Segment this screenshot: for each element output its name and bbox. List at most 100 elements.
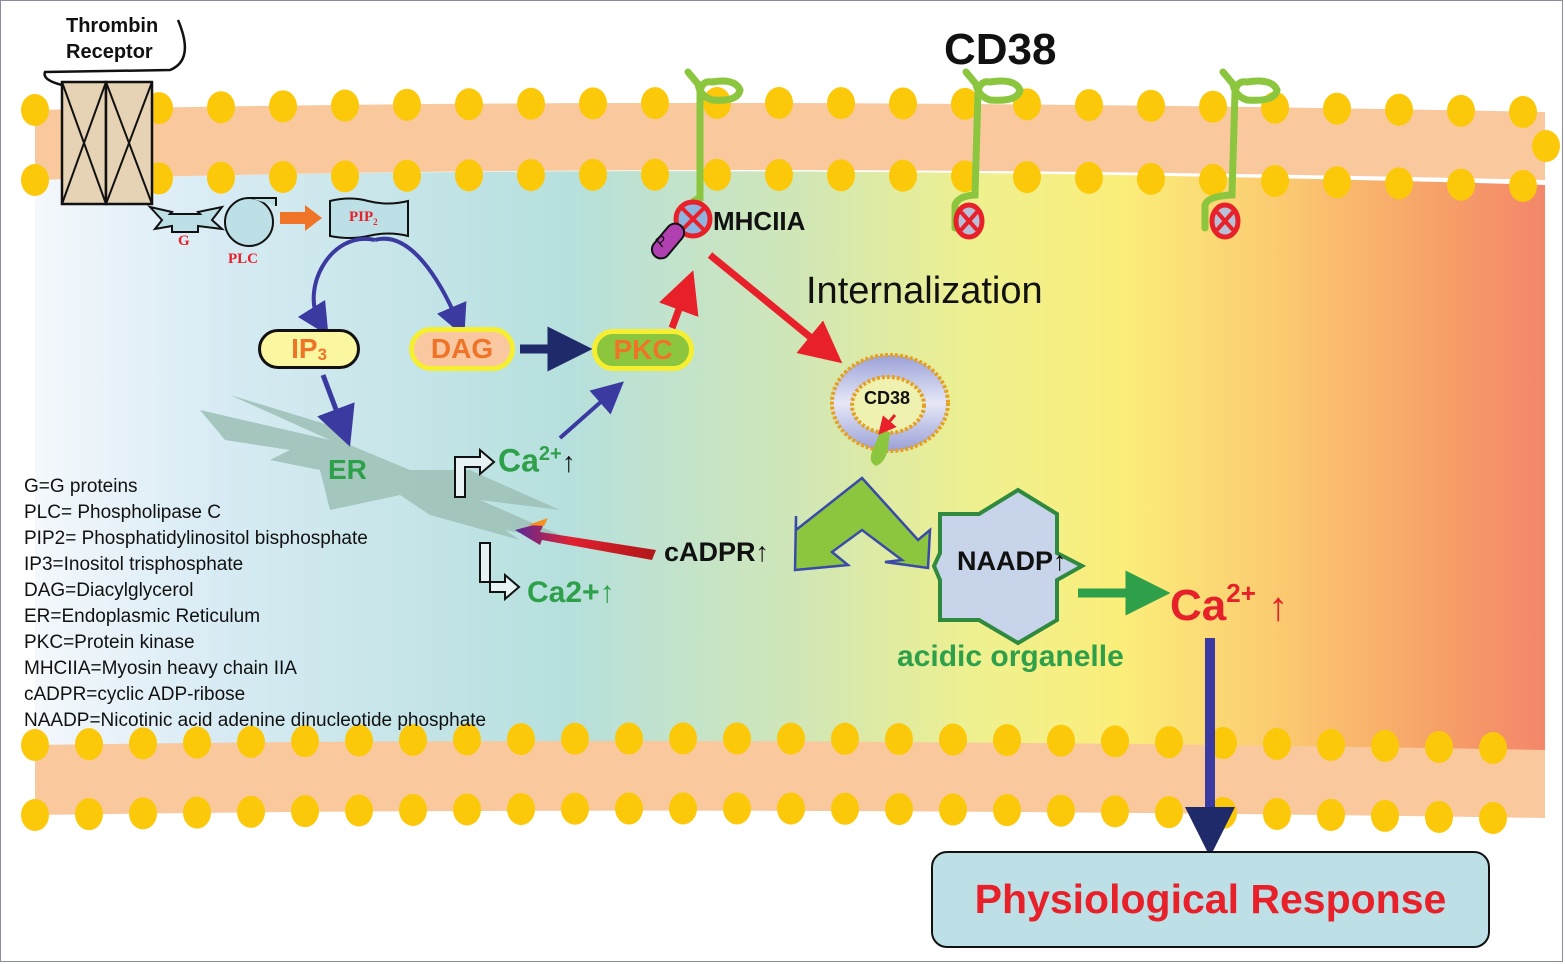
ca-er-top: Ca2+↑ <box>498 444 576 477</box>
lipid-head <box>237 725 265 758</box>
cd38-title: CD38 <box>944 25 1057 74</box>
legend-item: cADPR=cyclic ADP-ribose <box>24 684 246 705</box>
cadpr-up-icon: ↑ <box>755 537 770 567</box>
lipid-head <box>331 89 359 122</box>
mhciia-marker-2 <box>953 202 985 240</box>
pip2-shape <box>329 197 409 239</box>
lipid-head <box>1425 730 1453 763</box>
lipid-head <box>1137 89 1165 122</box>
lipid-head <box>455 159 483 192</box>
lipid-head <box>1385 93 1413 126</box>
thrombin-receptor <box>43 19 187 206</box>
lipid-head <box>21 729 49 761</box>
cd38-protein-1 <box>684 68 744 236</box>
acidic-organelle-label: acidic organelle <box>897 640 1124 673</box>
lipid-head <box>331 160 359 193</box>
ca-to-pkc-arrow <box>558 381 624 440</box>
lipid-head <box>517 159 545 192</box>
lipid-head <box>1047 724 1075 757</box>
lipid-head <box>1479 802 1507 834</box>
lipid-head <box>393 159 421 192</box>
lipid-head <box>1155 796 1183 829</box>
lipid-head <box>1155 726 1183 759</box>
ca-er-bottom-text: Ca2+ <box>527 576 600 609</box>
mhciia-label: MHCIIA <box>713 206 806 236</box>
lipid-head <box>1425 800 1453 833</box>
ca-er-bottom: Ca2+↑ <box>527 578 615 608</box>
lipid-head <box>1075 161 1103 194</box>
lipid-head <box>777 792 805 825</box>
lipid-head <box>291 795 319 828</box>
lipid-head <box>75 728 103 761</box>
lipid-head <box>1447 94 1475 127</box>
mhciia-marker-3 <box>1209 202 1241 240</box>
legend-item: NAADP=Nicotinic acid adenine dinucleotid… <box>24 710 487 731</box>
lipid-head <box>183 726 211 759</box>
thrombin-receptor-label-2: Receptor <box>66 41 153 63</box>
lipid-head <box>765 87 793 119</box>
lipid-head <box>993 794 1021 827</box>
legend-item: G=G proteins <box>24 476 138 497</box>
lipid-head <box>831 722 859 755</box>
dag-node: DAG <box>409 327 515 371</box>
lipid-head <box>579 158 607 191</box>
lipid-head <box>1509 96 1537 128</box>
lipid-head <box>517 87 545 120</box>
er-release-arrow-down <box>479 542 521 602</box>
lipid-head <box>939 723 967 756</box>
ca-lysosomal: Ca2+ ↑ <box>1170 580 1288 628</box>
lipid-head <box>889 159 917 192</box>
lipid-head <box>1263 727 1291 760</box>
lipid-head <box>615 792 643 825</box>
vesicle-cd38-label: CD38 <box>864 388 911 408</box>
pip2-to-ip3-arrow <box>297 236 376 336</box>
lipid-head <box>885 793 913 826</box>
mhciia-marker-1 <box>673 199 713 239</box>
lipid-head <box>1371 799 1399 832</box>
lipid-head <box>393 88 421 121</box>
lipid-head <box>1371 729 1399 762</box>
lipid-head <box>1385 167 1413 200</box>
physiological-response-box: Physiological Response <box>931 851 1490 948</box>
lipid-head <box>723 792 751 825</box>
lipid-head <box>507 723 535 756</box>
lipid-head <box>269 90 297 123</box>
lipid-head <box>939 793 967 826</box>
cadpr-arrow-tip <box>528 518 548 526</box>
lipid-head <box>1047 794 1075 827</box>
g-protein-label: G <box>178 233 190 249</box>
cadpr-to-er-arrow <box>515 522 656 560</box>
lipid-head <box>345 794 373 827</box>
ip3-to-er-arrow <box>317 374 355 447</box>
legend-item: IP3=Inositol trisphosphate <box>24 554 244 575</box>
lipid-head <box>1323 166 1351 199</box>
lipid-head <box>1013 161 1041 194</box>
lipid-head <box>827 87 855 120</box>
legend-item: PKC=Protein kinase <box>24 632 195 653</box>
er-shape <box>200 395 590 548</box>
pip2-text: PIP <box>349 209 374 225</box>
lipid-head <box>1209 727 1237 760</box>
lipid-head <box>399 723 427 756</box>
lipid-head <box>453 723 481 756</box>
lipid-head <box>207 91 235 124</box>
lipid-head <box>885 723 913 756</box>
internalization-arrow <box>707 252 843 364</box>
lipid-head <box>889 87 917 120</box>
lipid-head <box>21 799 49 831</box>
lipid-head <box>827 159 855 192</box>
lipid-head <box>1101 795 1129 828</box>
lipid-head <box>455 88 483 121</box>
cd38-protein-3 <box>1201 68 1281 232</box>
plc-enzyme <box>224 197 277 247</box>
ip3-text: IP <box>291 333 318 364</box>
acidic-organelle-star <box>931 487 1087 646</box>
split-arrow <box>793 476 932 572</box>
pip2-subscript: 2 <box>373 217 378 227</box>
lipid-head <box>1323 92 1351 125</box>
lipid-head <box>1447 168 1475 201</box>
legend-item: MHCIIA=Myosin heavy chain IIA <box>24 658 297 679</box>
lipid-head <box>723 722 751 755</box>
